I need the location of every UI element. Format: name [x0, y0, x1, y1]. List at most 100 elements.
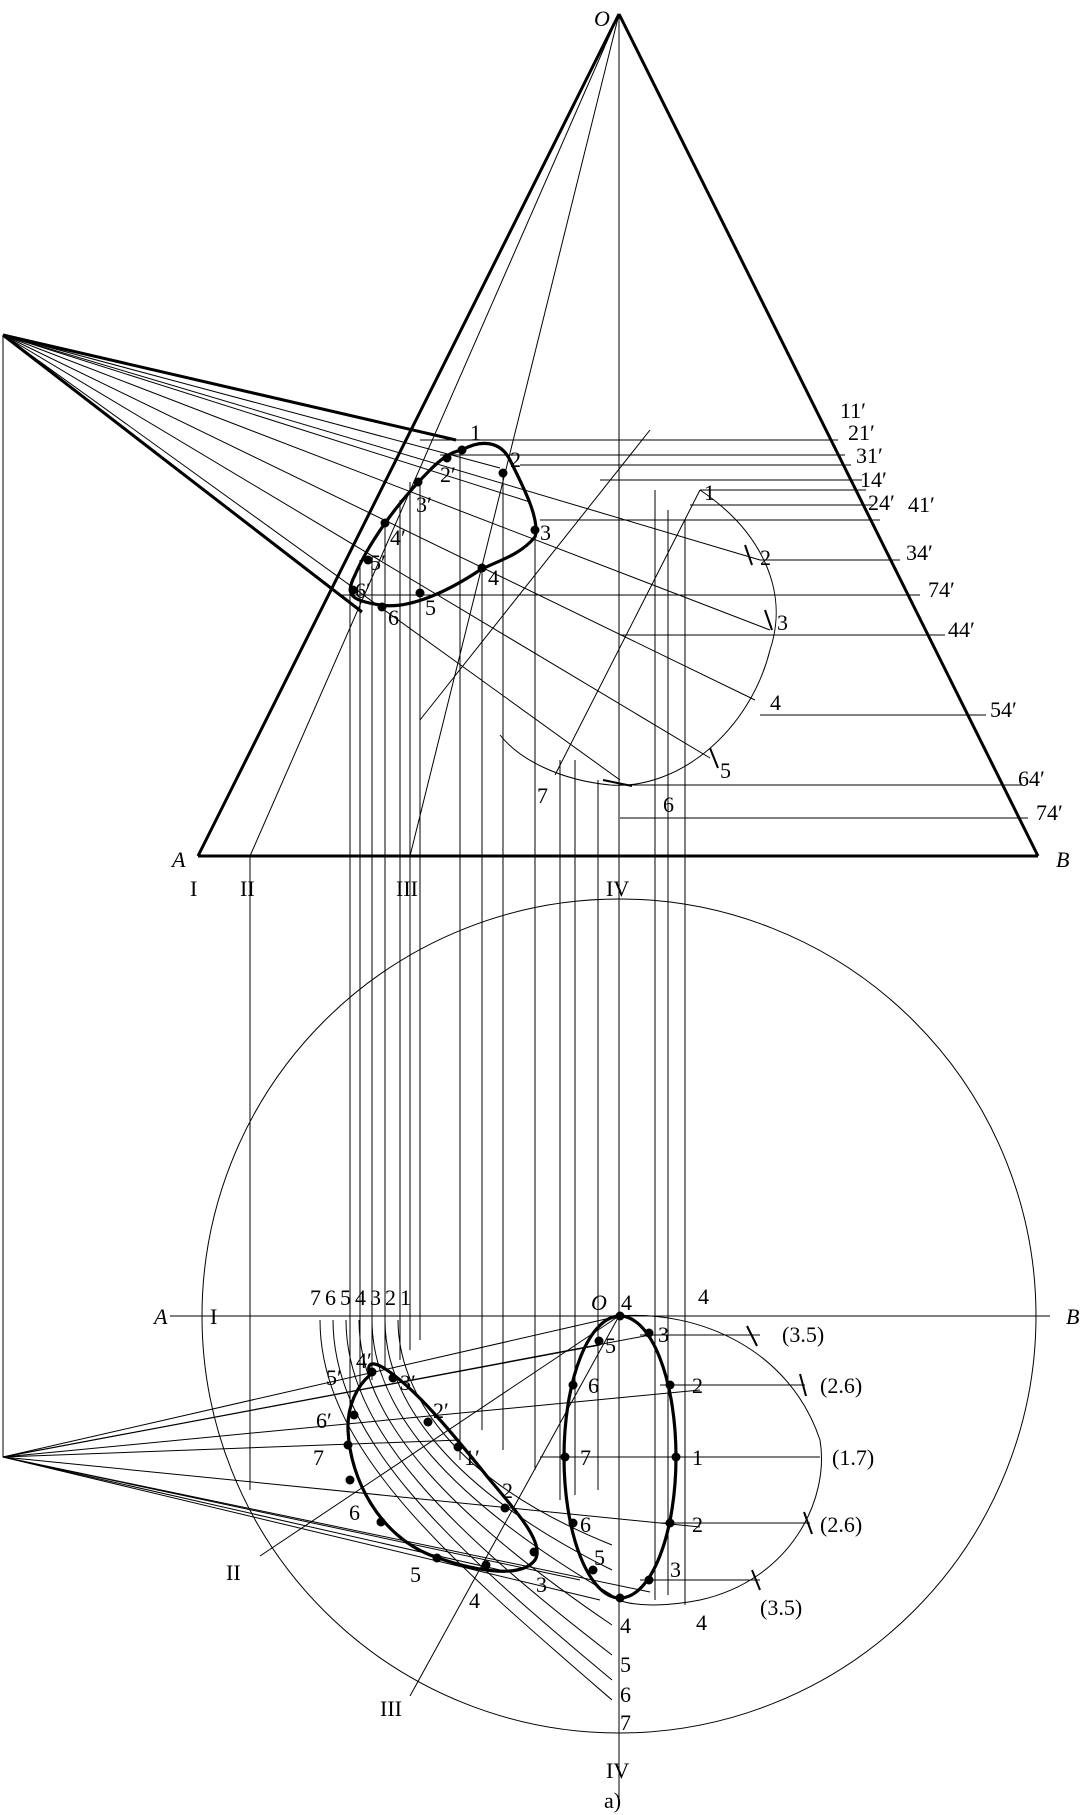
second-cone-upper-edge	[2, 333, 457, 442]
front-curve-label-2: 2	[510, 447, 521, 472]
top-view: A B O 4 I II III IV 7 6 5 4 3 2 1 4 5 6 …	[2, 898, 1079, 1813]
top-generator-I-label: I	[210, 1304, 217, 1329]
projection-verticals	[249, 450, 686, 1605]
ellipse-dots	[560, 1311, 681, 1603]
aux-label-4: 4	[770, 690, 781, 715]
top-generator-II	[259, 1315, 620, 1557]
tick-2	[744, 544, 753, 566]
top-tick-35-upper	[746, 1325, 758, 1347]
top-stack-4: 4	[355, 1285, 366, 1310]
top-stack-6: 6	[325, 1285, 336, 1310]
inner-6-upper: 6	[588, 1373, 599, 1398]
aux-label-5: 5	[720, 758, 731, 783]
front-curve-label-1: 1	[470, 420, 481, 445]
left-plain-6: 6	[349, 1500, 360, 1525]
top-tick-26-lower	[803, 1511, 813, 1535]
edge-label-11: 11′	[840, 398, 866, 423]
top-generator-II-label: II	[226, 1560, 241, 1585]
top-stack-2: 2	[385, 1285, 396, 1310]
left-prime-6: 6′	[316, 1408, 332, 1433]
top-axis-origin-label: O	[591, 1290, 607, 1315]
left-prime-5: 5′	[326, 1365, 342, 1390]
paren-26-lower: (2.6)	[820, 1512, 862, 1537]
edge-label-41: 41′	[908, 492, 935, 517]
edge-label-34: 34′	[906, 540, 933, 565]
right-num-2-lower: 2	[692, 1512, 703, 1537]
generator-III-label: III	[396, 876, 418, 901]
top-axis-left-label: A	[152, 1304, 168, 1329]
right-num-3-lower: 3	[670, 1557, 681, 1582]
proj-ray-5	[2, 334, 756, 701]
top-generator-III	[409, 1315, 620, 1697]
front-curve-label-4: 4	[488, 565, 499, 590]
left-plain-7: 7	[313, 1445, 324, 1470]
front-prime-label-3: 3′	[416, 492, 432, 517]
tick-5	[709, 747, 719, 769]
top-stack-7: 7	[310, 1285, 321, 1310]
left-prime-1: 1′	[464, 1445, 480, 1470]
proj-ray-1	[2, 334, 501, 469]
figure-caption: a)	[604, 1788, 621, 1813]
front-curve-label-6: 6	[388, 605, 399, 630]
proj-ray-4	[2, 334, 771, 631]
auxiliary-arc	[499, 489, 777, 786]
top-stack-3: 3	[370, 1285, 381, 1310]
inner-5-lower: 5	[594, 1545, 605, 1570]
edge-label-74-lower: 74′	[1036, 800, 1063, 825]
generator-I-label: I	[190, 876, 197, 901]
left-plain-2: 2	[502, 1478, 513, 1503]
top-generator-III-label: III	[380, 1696, 402, 1721]
generator-III	[409, 13, 620, 857]
aux-label-6: 6	[663, 792, 674, 817]
left-curve-dots	[343, 1367, 539, 1570]
paren-26-upper: (2.6)	[820, 1373, 862, 1398]
front-prime-label-5: 5′	[370, 550, 386, 575]
inner-5-upper: 5	[605, 1333, 616, 1358]
paren-35-upper: (3.5)	[782, 1322, 824, 1347]
right-num-4-upper: 4	[698, 1284, 709, 1309]
bottom-stack-5: 5	[620, 1652, 631, 1677]
left-prime-4: 4′	[356, 1348, 372, 1373]
inner-7: 7	[580, 1445, 591, 1470]
right-num-1: 1	[692, 1445, 703, 1470]
top-stack-1: 1	[400, 1285, 411, 1310]
top-tick-35-lower	[751, 1569, 761, 1591]
top-tick-26-upper	[799, 1373, 807, 1397]
edge-label-74-upper: 74′	[928, 577, 955, 602]
auxiliary-chord	[554, 489, 701, 776]
edge-label-44: 44′	[948, 617, 975, 642]
aux-label-2: 2	[760, 545, 771, 570]
edge-label-64: 64′	[1018, 766, 1045, 791]
left-prime-3: 3′	[400, 1370, 416, 1395]
generator-II-label: II	[240, 876, 255, 901]
top-axis-origin-index: 4	[621, 1290, 632, 1315]
right-num-3-upper: 3	[658, 1322, 669, 1347]
aux-label-1: 1	[704, 480, 715, 505]
edge-label-54: 54′	[990, 697, 1017, 722]
edge-label-31: 31′	[856, 443, 883, 468]
edge-label-21: 21′	[848, 420, 875, 445]
top-stack-5: 5	[340, 1285, 351, 1310]
tick-3	[764, 609, 773, 631]
apex-label: O	[594, 6, 610, 31]
tick-7	[602, 779, 633, 787]
top-aux-arc	[618, 1314, 822, 1606]
base-left-label: A	[170, 847, 186, 872]
front-curve-label-3: 3	[540, 520, 551, 545]
cone-right-edge	[617, 13, 1040, 857]
front-prime-label-6: 6′	[355, 578, 371, 603]
proj-ray-2	[2, 334, 531, 503]
cone-left-edge	[196, 13, 621, 857]
proj-ray-3	[2, 334, 761, 561]
front-intersection-curve	[348, 441, 538, 608]
aux-label-7: 7	[537, 783, 548, 808]
front-view: O A B I II III IV 1 2 3 4 5 6 2′ 3′ 4′ 5…	[2, 6, 1069, 1800]
front-prime-label-4: 4′	[390, 525, 406, 550]
generator-IV-label: IV	[606, 876, 629, 901]
second-cone-lower-edge	[2, 333, 363, 614]
base-right-label: B	[1056, 847, 1069, 872]
inner-6-lower: 6	[580, 1512, 591, 1537]
aux-label-3: 3	[777, 610, 788, 635]
concentric-arcs	[319, 1319, 613, 1701]
